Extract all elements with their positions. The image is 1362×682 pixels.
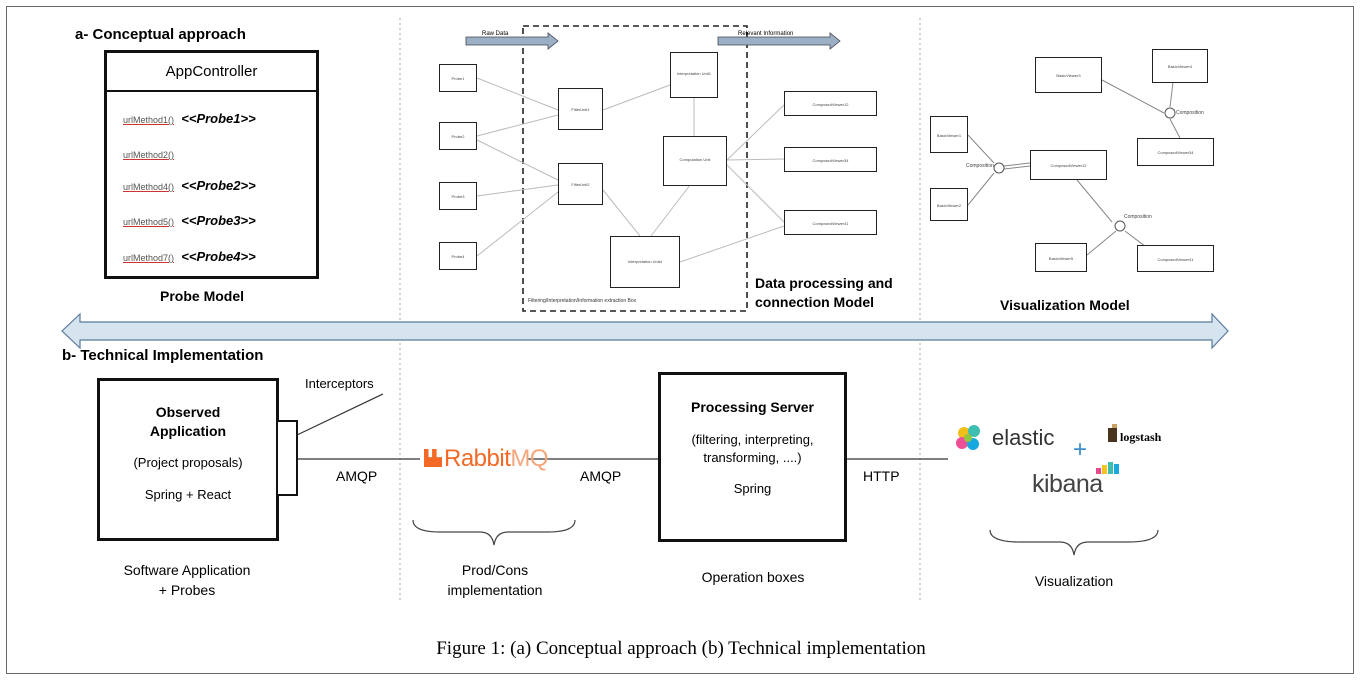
figure-frame bbox=[6, 6, 1354, 674]
interceptor-pointer bbox=[296, 393, 384, 436]
probe2-node: Probe2 bbox=[439, 122, 477, 150]
viz-model-label: Visualization Model bbox=[1000, 297, 1130, 313]
double-arrow bbox=[61, 312, 1229, 350]
caption-visualization: Visualization bbox=[1034, 573, 1114, 589]
amqp-label-2: AMQP bbox=[580, 468, 622, 484]
probe-row-4: urlMethod5() <<Probe3>> bbox=[123, 213, 256, 228]
caption-operation-boxes: Operation boxes bbox=[701, 569, 805, 585]
elastic-logo-text: elastic bbox=[992, 425, 1055, 450]
observed-app-box: Observed Application (Project proposals)… bbox=[97, 378, 279, 541]
caption-software-app-line1: Software Application bbox=[123, 562, 251, 578]
filter-unit-2: FilterUnit2 bbox=[558, 163, 603, 205]
caption-prodcons-line2: implementation bbox=[447, 582, 543, 598]
probe-row-2: urlMethod2() bbox=[123, 146, 174, 161]
logstash-logo-text: logstash bbox=[1120, 430, 1162, 444]
probe-row-1: urlMethod1() <<Probe1>> bbox=[123, 111, 256, 126]
probe-row-5: urlMethod7() <<Probe4>> bbox=[123, 249, 256, 264]
data-model-links bbox=[476, 77, 785, 263]
plus-sign: + bbox=[1073, 436, 1088, 463]
data-model-label-1: Data processing and bbox=[755, 275, 893, 291]
filter-unit-1: FilterUnit1 bbox=[558, 88, 603, 130]
method-label: urlMethod4() bbox=[123, 182, 175, 192]
composition-node-3 bbox=[1114, 220, 1126, 232]
basic-viewer-5: BasicViewer5 bbox=[1035, 243, 1087, 272]
basic-viewer-4: BasicViewer4 bbox=[1152, 49, 1208, 83]
caption-prodcons: Prod/Cons implementation bbox=[420, 560, 570, 600]
processing-server-box: Processing Server (filtering, interpreti… bbox=[658, 372, 847, 542]
composition-label-1: Composition bbox=[966, 163, 994, 169]
computation-unit: Computation Unit bbox=[663, 136, 727, 186]
raw-data-label: Raw Data bbox=[482, 31, 509, 37]
composed-viewer-12: ComposedViewer12 bbox=[784, 91, 877, 116]
probe3-node: Probe3 bbox=[439, 182, 477, 210]
composed-viewer-34-viz: ComposedViewer34 bbox=[1137, 138, 1214, 166]
method-label: urlMethod2() bbox=[123, 150, 175, 160]
figure-caption: Figure 1: (a) Conceptual approach (b) Te… bbox=[436, 638, 926, 659]
observed-app-title: Observed Application bbox=[149, 404, 227, 439]
probe-label: <<Probe4>> bbox=[181, 249, 256, 264]
composed-viewer-34: ComposedViewer34 bbox=[784, 147, 877, 172]
probe-model-header: AppController bbox=[107, 53, 316, 92]
rabbitmq-text-a: Rabbit bbox=[444, 445, 511, 472]
section-b-title: b- Technical Implementation bbox=[62, 347, 264, 364]
filtering-box-label: Filtering/Interpretation/Information ext… bbox=[528, 298, 637, 304]
probe-model-label: Probe Model bbox=[160, 288, 245, 304]
raw-data-arrow bbox=[465, 32, 559, 50]
observed-app-sub: (Project proposals) bbox=[133, 455, 243, 470]
probe-label: <<Probe2>> bbox=[181, 178, 256, 193]
composition-node-2 bbox=[1164, 107, 1176, 119]
server-sub: (filtering, interpreting, transforming, … bbox=[691, 432, 814, 465]
composed-viewer-12-viz: ComposedViewer12 bbox=[1030, 150, 1107, 180]
relevant-info-arrow bbox=[717, 32, 841, 50]
caption-prodcons-line1: Prod/Cons bbox=[461, 562, 529, 578]
observed-app-tech: Spring + React bbox=[144, 487, 232, 502]
composed-viewer-41: ComposedViewer41 bbox=[784, 210, 877, 235]
probe-label: <<Probe3>> bbox=[181, 213, 256, 228]
method-label: urlMethod7() bbox=[123, 253, 175, 263]
amqp-label-1: AMQP bbox=[336, 468, 378, 484]
server-title: Processing Server bbox=[691, 399, 814, 415]
rabbitmq-logo: RabbitMQ bbox=[424, 445, 549, 473]
probe-model-box: AppController urlMethod1() <<Probe1>> ur… bbox=[104, 50, 319, 279]
server-tech: Spring bbox=[733, 481, 772, 496]
basic-viewer-1: BasicViewer1 bbox=[930, 116, 968, 153]
caption-software-app-line2: + Probes bbox=[158, 582, 216, 598]
kibana-logo-text: kibana bbox=[1032, 470, 1103, 498]
interceptors-label: Interceptors bbox=[305, 376, 374, 391]
section-a-title: a- Conceptual approach bbox=[75, 26, 246, 43]
composition-label-2: Composition bbox=[1176, 110, 1204, 116]
composition-node-1 bbox=[993, 162, 1005, 174]
brace-viz bbox=[989, 529, 1159, 556]
basic-viewer-3: BasicViewer3 bbox=[1035, 57, 1102, 93]
interpretation-unit-1: Interpretation Unit1 bbox=[670, 52, 718, 98]
composition-label-3: Composition bbox=[1124, 214, 1152, 220]
http-label: HTTP bbox=[863, 468, 900, 484]
probe1-node: Probe1 bbox=[439, 64, 477, 92]
brace-rabbit bbox=[412, 519, 576, 546]
data-model-label-2: connection Model bbox=[755, 294, 874, 310]
probe-row-3: urlMethod4() <<Probe2>> bbox=[123, 178, 256, 193]
method-label: urlMethod5() bbox=[123, 217, 175, 227]
probe4-node: Probe4 bbox=[439, 242, 477, 270]
composed-viewer-41-viz: ComposedViewer41 bbox=[1137, 245, 1214, 272]
relevant-info-label: Relevant Information bbox=[738, 31, 794, 37]
rabbitmq-text-b: MQ bbox=[510, 445, 549, 472]
rabbit-icon bbox=[424, 449, 442, 467]
probe-label: <<Probe1>> bbox=[181, 111, 256, 126]
interceptor-block bbox=[276, 420, 298, 496]
filtering-box-outline bbox=[522, 25, 748, 312]
method-label: urlMethod1() bbox=[123, 115, 175, 125]
interpretation-unit-4: Interpretation Unit4 bbox=[610, 236, 680, 288]
caption-software-app: Software Application + Probes bbox=[102, 560, 272, 600]
basic-viewer-2: BasicViewer2 bbox=[930, 188, 968, 221]
